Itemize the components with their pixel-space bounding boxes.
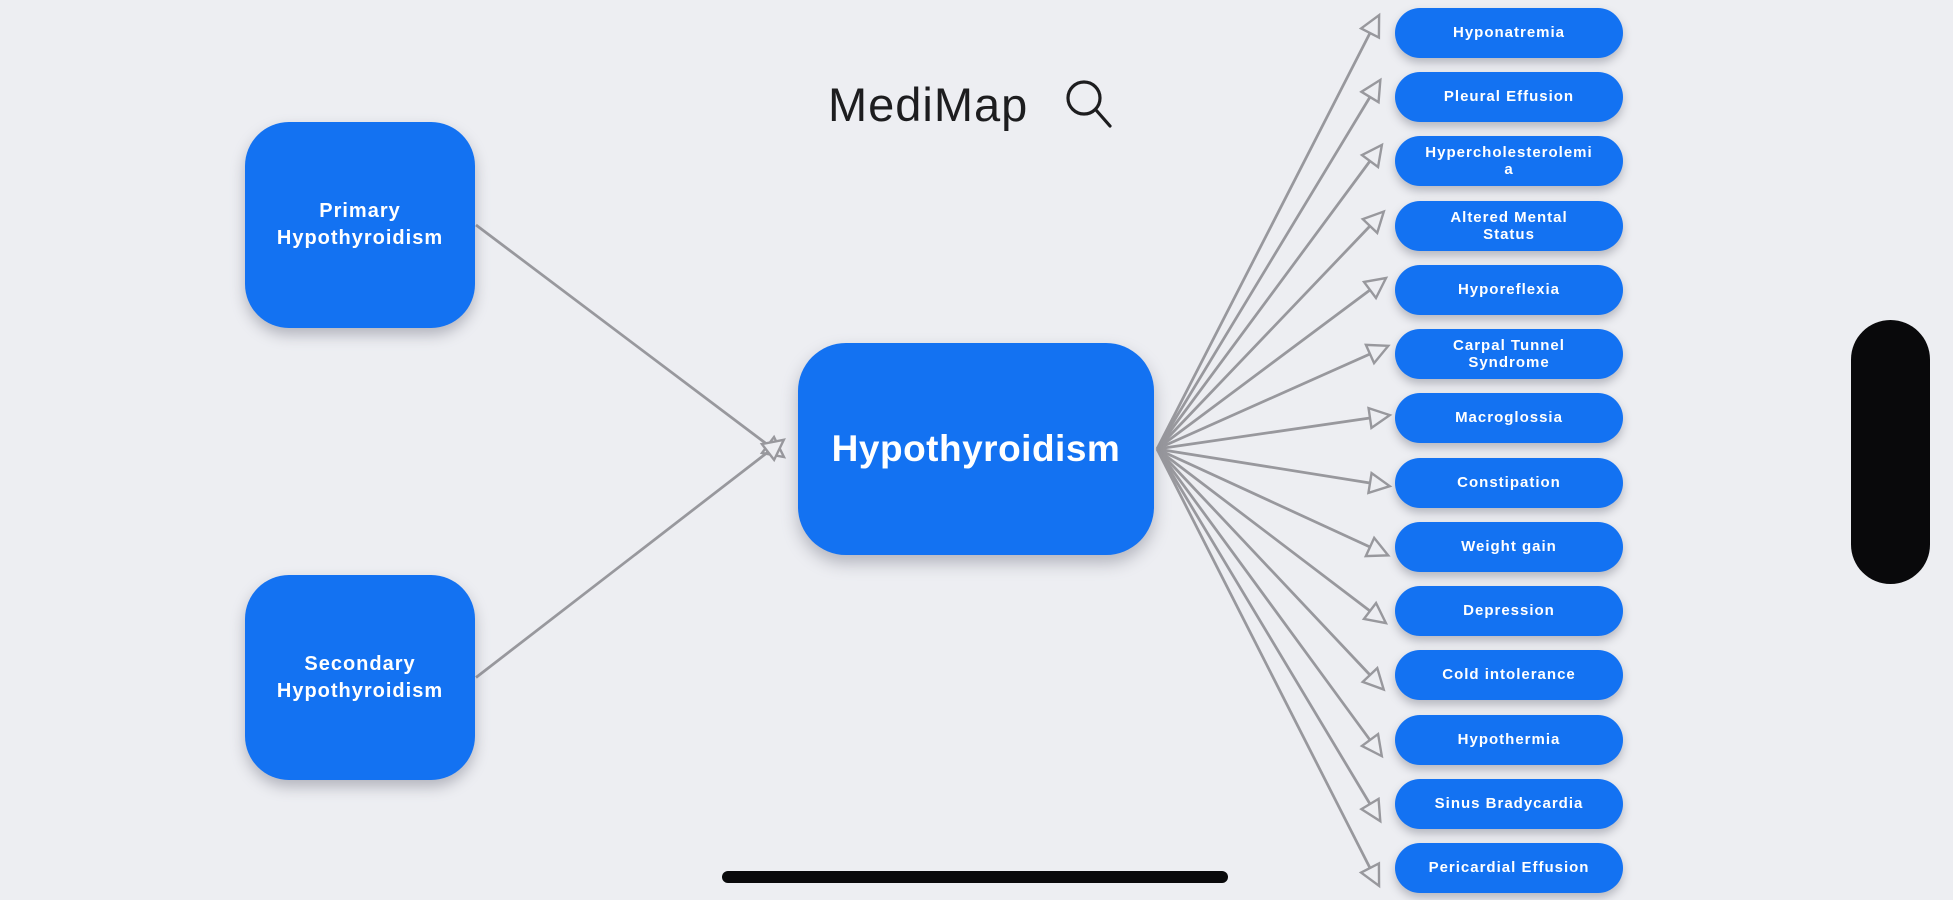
node-label: Hyponatremia — [1452, 24, 1566, 42]
node-label: Cold intolerance — [1442, 666, 1576, 684]
app-title: MediMap — [828, 78, 1029, 132]
symptom-node-pleural-effusion[interactable]: Pleural Effusion — [1395, 72, 1623, 122]
node-label: Altered Mental Status — [1450, 208, 1568, 243]
node-label: Depression — [1463, 602, 1555, 620]
search-icon[interactable] — [1064, 76, 1114, 134]
side-system-pill — [1851, 320, 1930, 584]
symptom-node-cold-intolerance[interactable]: Cold intolerance — [1395, 650, 1623, 700]
symptom-node-macroglossia[interactable]: Macroglossia — [1395, 393, 1623, 443]
symptom-node-pericardial-effusion[interactable]: Pericardial Effusion — [1395, 843, 1623, 893]
home-indicator — [722, 871, 1228, 883]
node-primary-hypothyroidism[interactable]: Primary Hypothyroidism — [245, 122, 475, 328]
symptom-node-constipation[interactable]: Constipation — [1395, 458, 1623, 508]
app-header: MediMap — [828, 76, 1114, 134]
node-label: Weight gain — [1461, 538, 1557, 556]
symptom-node-weight-gain[interactable]: Weight gain — [1395, 522, 1623, 572]
symptom-node-hypothermia[interactable]: Hypothermia — [1395, 715, 1623, 765]
node-label: Pericardial Effusion — [1428, 859, 1590, 877]
symptom-node-altered-mental-status[interactable]: Altered Mental Status — [1395, 201, 1623, 251]
node-label: Sinus Bradycardia — [1434, 795, 1584, 813]
node-label: Carpal Tunnel Syndrome — [1453, 336, 1565, 371]
node-label: Hypothermia — [1457, 731, 1561, 749]
node-hypothyroidism[interactable]: Hypothyroidism — [798, 343, 1154, 555]
node-label: Primary Hypothyroidism — [276, 200, 444, 249]
node-label: Secondary Hypothyroidism — [276, 652, 444, 702]
symptom-node-depression[interactable]: Depression — [1395, 586, 1623, 636]
symptom-node-sinus-bradycardia[interactable]: Sinus Bradycardia — [1395, 779, 1623, 829]
node-label: Hypothyroidism — [831, 428, 1121, 469]
symptom-node-hyponatremia[interactable]: Hyponatremia — [1395, 8, 1623, 58]
node-label: Macroglossia — [1455, 409, 1563, 427]
node-secondary-hypothyroidism[interactable]: Secondary Hypothyroidism — [245, 575, 475, 780]
node-label: Pleural Effusion — [1443, 88, 1575, 106]
node-label: Hyporeflexia — [1457, 281, 1561, 299]
symptom-node-carpal-tunnel-syndrome[interactable]: Carpal Tunnel Syndrome — [1395, 329, 1623, 379]
node-label: Constipation — [1457, 474, 1561, 492]
symptom-node-hypercholesterolemia[interactable]: Hypercholesterolemia — [1395, 136, 1623, 186]
node-label: Hypercholesterolemia — [1425, 143, 1593, 178]
symptom-node-hyporeflexia[interactable]: Hyporeflexia — [1395, 265, 1623, 315]
